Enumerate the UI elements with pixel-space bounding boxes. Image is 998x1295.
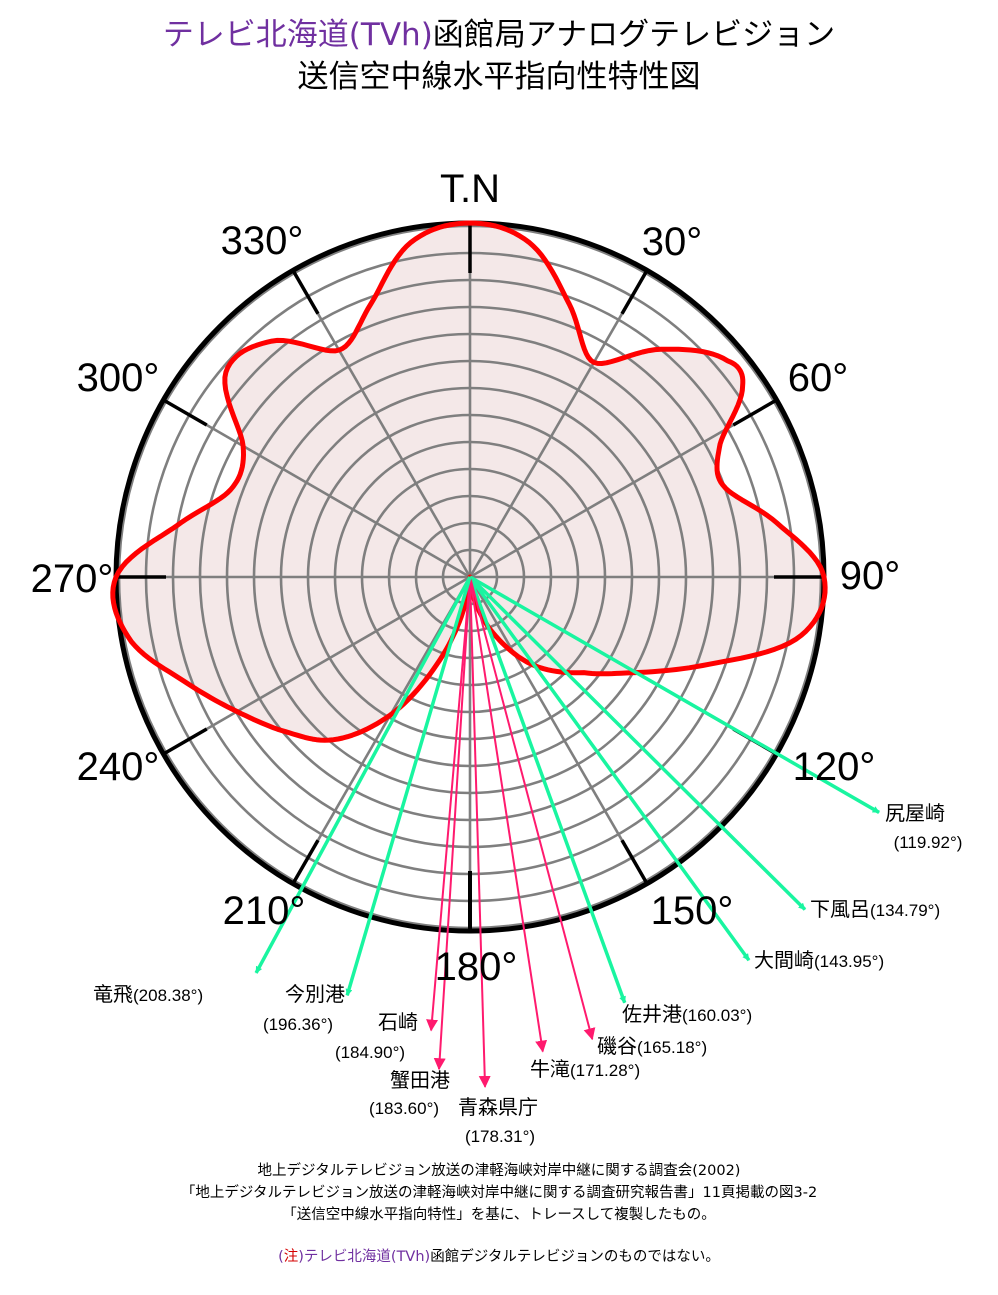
angle-label-180: 180° (435, 945, 518, 989)
arrow-143.95 (468, 575, 751, 962)
destination-name-183.6: 蟹田港 (390, 1069, 450, 1092)
angle-label-240: 240° (77, 745, 160, 789)
destination-name-184.9: 石崎 (378, 1011, 418, 1034)
true-north-label: T.N (440, 167, 500, 211)
destination-angle: (208.38°) (133, 986, 203, 1005)
arrow-178.31 (469, 576, 491, 1088)
spoke-end-330 (291, 269, 320, 315)
chart-title: テレビ北海道(TVh)函館局アナログテレビジョン 送信空中線水平指向性特性図 (0, 14, 998, 98)
grid-spoke-240 (162, 575, 471, 756)
arrow-160.03 (468, 576, 627, 1004)
destination-name-196.36: 今別港 (285, 983, 345, 1006)
destination-name: 牛滝 (530, 1058, 570, 1081)
title-line-2: 送信空中線水平指向性特性図 (297, 59, 701, 95)
destination-angle-184.9: (184.90°) (335, 1043, 405, 1062)
angle-labels: T.N 30° 60° 90° 120° 150° 180° 210° 240° 270° 300°… (31, 167, 901, 989)
footer-line-3: 「送信空中線水平指向特性」を基に、トレースして複製したもの。 (282, 1207, 716, 1223)
spoke-end-300 (162, 398, 208, 427)
spoke-end-60 (732, 398, 778, 427)
destination-angle-183.6: (183.60°) (369, 1099, 439, 1118)
destination-label-171.28: 牛滝(171.28°) (530, 1058, 640, 1081)
angle-label-300: 300° (77, 356, 160, 400)
spoke-end-240 (162, 727, 208, 756)
angle-label-210: 210° (223, 889, 306, 933)
destination-label-160.03: 佐井港(160.03°) (622, 1003, 752, 1026)
destination-name-119.92: 尻屋崎 (885, 802, 945, 825)
spoke-end-150 (620, 839, 649, 885)
destination-angle: (143.95°) (814, 952, 884, 971)
note-station-name: テレビ北海道(TVh) (303, 1249, 431, 1265)
arrow-183.6 (433, 576, 471, 1071)
destination-label-143.95: 大間崎(143.95°) (754, 949, 884, 972)
destination-angle-119.92: (119.92°) (894, 833, 963, 852)
arrow-196.36 (345, 576, 472, 997)
angle-label-270: 270° (31, 557, 114, 601)
destination-angle-178.31: (178.31°) (465, 1127, 535, 1146)
arrow-208.38 (254, 576, 472, 974)
source-note: 地上デジタルテレビジョン放送の津軽海峡対岸中継に関する調査会(2002) 「地上… (0, 1160, 998, 1268)
arrow-119.92 (469, 575, 880, 814)
footer-line-1: 地上デジタルテレビジョン放送の津軽海峡対岸中継に関する調査会(2002) (257, 1163, 741, 1179)
destination-labels: 尻屋崎(119.92°)下風呂(134.79°)大間崎(143.95°)佐井港(… (93, 802, 962, 1146)
footer-note: (注)テレビ北海道(TVh)函館デジタルテレビジョンのものではない。 (0, 1246, 998, 1268)
destination-angle: (160.03°) (682, 1006, 752, 1025)
destination-angle: (171.28°) (570, 1061, 640, 1080)
note-paren-open: ( (278, 1249, 284, 1265)
title-station-name: テレビ北海道(TVh) (162, 17, 433, 53)
angle-label-120: 120° (793, 745, 876, 789)
angle-label-150: 150° (651, 889, 734, 933)
spoke-end-30 (620, 269, 649, 315)
title-line-1-rest: 函館局アナログテレビジョン (432, 17, 836, 53)
footer-line-2: 「地上デジタルテレビジョン放送の津軽海峡対岸中継に関する調査研究報告書」11頁掲… (180, 1185, 818, 1201)
angle-label-30: 30° (642, 220, 703, 264)
grid-spoke-30 (468, 269, 649, 578)
destination-name: 下風呂 (810, 899, 870, 921)
destination-angle-196.36: (196.36°) (263, 1015, 333, 1034)
angle-label-60: 60° (788, 356, 849, 400)
destination-name-178.31: 青森県庁 (458, 1096, 538, 1119)
destination-name: 竜飛 (93, 983, 133, 1006)
arrow-184.9 (426, 576, 471, 1032)
destination-arrows (254, 575, 880, 1088)
grid-spoke-330 (291, 269, 472, 578)
note-mark: 注 (283, 1249, 299, 1265)
arrow-165.18 (469, 576, 596, 1041)
note-paren-close: ) (298, 1249, 304, 1265)
title-line-1: テレビ北海道(TVh)函館局アナログテレビジョン (0, 14, 998, 56)
destination-angle: (134.79°) (870, 901, 940, 920)
destination-label-165.18: 磯谷(165.18°) (597, 1035, 707, 1058)
spoke-end-210 (291, 839, 320, 885)
destination-name: 大間崎 (754, 949, 814, 972)
destination-name: 佐井港 (622, 1003, 682, 1026)
destination-name: 磯谷 (597, 1035, 637, 1058)
angle-label-330: 330° (221, 219, 304, 263)
note-text: 函館デジタルテレビジョンのものではない。 (430, 1249, 720, 1265)
polar-grid (113, 220, 827, 934)
angle-label-90: 90° (840, 554, 901, 598)
grid-spoke-150 (468, 576, 649, 885)
arrow-171.28 (469, 576, 548, 1053)
destination-angle: (165.18°) (637, 1038, 707, 1057)
destination-label-208.38: 竜飛(208.38°) (93, 983, 203, 1006)
arrow-134.79 (468, 575, 807, 911)
destination-label-134.79: 下風呂(134.79°) (810, 899, 940, 921)
grid-spoke-300 (162, 398, 471, 579)
